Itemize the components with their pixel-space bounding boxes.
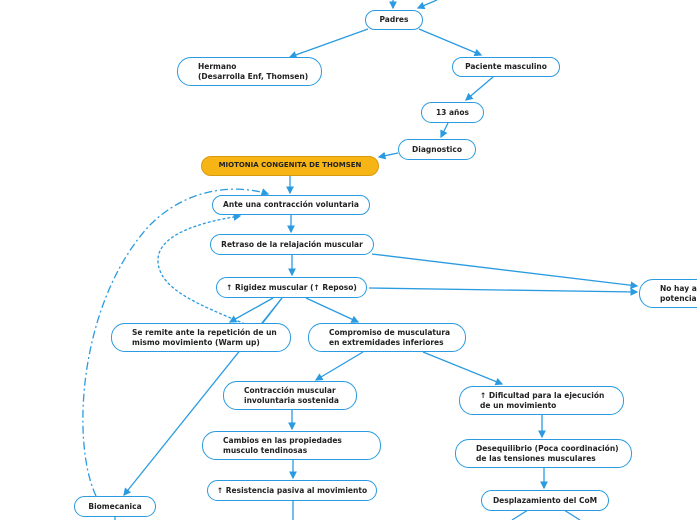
node-no-hay-potencial[interactable]: No hay ac potencial — [639, 279, 697, 308]
node-warm-up[interactable]: Se remite ante la repetición de un mismo… — [111, 323, 291, 352]
node-dificultad-movimiento[interactable]: ↑ Dificultad para la ejecución de un mov… — [459, 386, 624, 415]
node-rigidez-muscular[interactable]: ↑ Rigidez muscular (↑ Reposo) — [216, 277, 367, 298]
node-desplazamiento-com[interactable]: Desplazamiento del CoM — [481, 490, 609, 511]
node-paciente[interactable]: Paciente masculino — [452, 57, 560, 77]
node-hermano[interactable]: Hermano (Desarrolla Enf, Thomsen) — [177, 57, 322, 86]
node-padres[interactable]: Padres — [365, 10, 423, 30]
node-diagnostico[interactable]: Diagnostico — [398, 139, 476, 160]
node-cambios-propiedades[interactable]: Cambios en las propiedades musculo tendi… — [202, 431, 381, 460]
node-contraccion-involuntaria[interactable]: Contracción muscular involuntaria sosten… — [223, 381, 357, 410]
node-desequilibrio[interactable]: Desequilibrio (Poca coordinación) de las… — [455, 439, 632, 468]
node-miotonia-congenita[interactable]: MIOTONIA CONGENITA DE THOMSEN — [201, 156, 379, 176]
node-compromiso-musculatura[interactable]: Compromiso de musculatura en extremidade… — [308, 323, 466, 352]
node-retraso-relajacion[interactable]: Retraso de la relajación muscular — [210, 234, 374, 255]
node-edad[interactable]: 13 años — [421, 102, 484, 123]
node-biomecanica[interactable]: Biomecanica — [74, 496, 156, 517]
node-resistencia-pasiva[interactable]: ↑ Resistencia pasiva al movimiento — [207, 480, 377, 501]
node-contraccion-voluntaria[interactable]: Ante una contracción voluntaria — [212, 195, 370, 215]
